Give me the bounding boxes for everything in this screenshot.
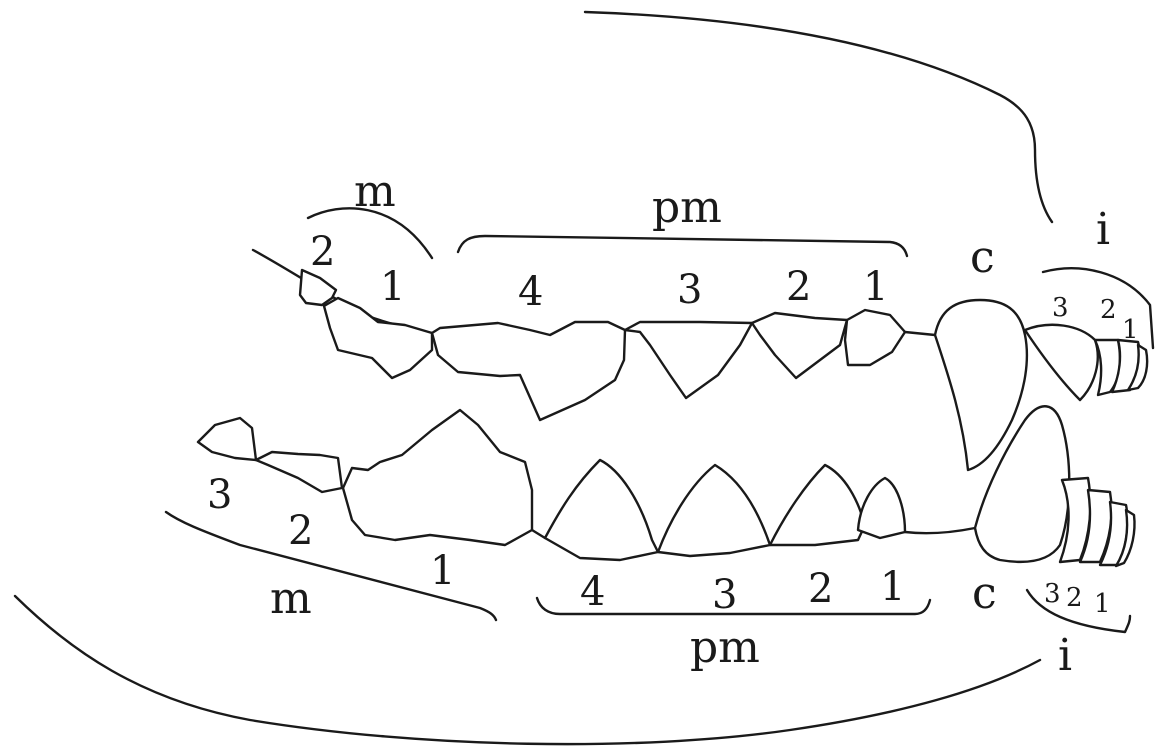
lower-incisor-3-label: 3 <box>1044 579 1061 609</box>
lower-premolar-1-label: 1 <box>880 564 905 610</box>
upper-canine-tooth <box>933 298 1029 472</box>
lower-incisor-1-label: 1 <box>1094 589 1111 619</box>
upper-molar-bracket <box>306 207 434 260</box>
upper-premolar-bracket <box>456 234 909 258</box>
lower-incisor-2-label: 2 <box>1066 583 1083 613</box>
lower-jaw-outline <box>13 594 1042 746</box>
upper-molar-2-tooth <box>298 268 338 307</box>
lower-premolar-2-label: 2 <box>808 566 833 612</box>
upper-premolar-3-label: 3 <box>677 267 702 313</box>
upper-teeth <box>251 248 1149 472</box>
lower-incisor-group-label: i <box>1058 630 1072 681</box>
lower-premolar-group-label: pm <box>690 622 760 673</box>
lower-premolar-bracket <box>535 596 932 616</box>
upper-molar-group-label: m <box>354 166 396 217</box>
lower-molar-1-tooth <box>341 408 534 547</box>
upper-premolar-1-label: 1 <box>863 264 888 310</box>
lower-gum-line <box>530 528 547 540</box>
lower-premolar-4-tooth <box>543 458 660 562</box>
lower-molar-1-label: 1 <box>430 548 455 594</box>
upper-molar-2-label: 2 <box>310 229 335 275</box>
upper-incisor-group-label: i <box>1096 204 1110 255</box>
lower-canine-label: c <box>972 568 997 619</box>
upper-incisor-2-label: 2 <box>1100 295 1117 325</box>
lower-gap-line <box>903 526 977 535</box>
lower-premolar-2-tooth <box>768 463 867 547</box>
lower-molar-3-label: 3 <box>207 472 232 518</box>
lower-molar-bracket <box>164 510 498 622</box>
upper-premolar-4-tooth <box>430 320 627 422</box>
upper-gap-line <box>903 330 937 337</box>
upper-molar-1-tooth <box>322 296 434 380</box>
lower-molar-2-tooth <box>254 450 344 494</box>
lower-molar-3-tooth <box>196 416 258 462</box>
upper-incisor-4-tooth <box>1126 343 1149 392</box>
upper-incisor-3-tooth <box>1023 323 1099 402</box>
lower-molar-group-label: m <box>270 573 312 624</box>
upper-canine-label: c <box>970 232 995 283</box>
upper-premolar-2-label: 2 <box>786 264 811 310</box>
upper-premolar-4-label: 4 <box>518 269 543 315</box>
lower-molar-2-label: 2 <box>288 508 313 554</box>
upper-jaw-outline <box>583 10 1054 224</box>
lower-canine-tooth <box>973 405 1071 564</box>
upper-molar-1-label: 1 <box>380 264 405 310</box>
lower-incisor-bracket <box>1025 588 1132 634</box>
upper-premolar-group-label: pm <box>652 182 722 233</box>
upper-incisor-bracket <box>1041 267 1155 350</box>
upper-premolar-3-tooth <box>623 320 754 400</box>
upper-incisor-1-label: 1 <box>1122 315 1139 345</box>
upper-premolar-1-tooth <box>843 308 907 367</box>
lower-incisor-4-tooth <box>1114 508 1136 568</box>
lower-teeth <box>196 405 1136 568</box>
lower-premolar-3-label: 3 <box>712 572 737 618</box>
lower-premolar-4-label: 4 <box>580 569 605 615</box>
lower-premolar-3-tooth <box>656 463 772 558</box>
upper-incisor-3-label: 3 <box>1052 293 1069 323</box>
lower-premolar-1-tooth <box>856 476 907 540</box>
upper-premolar-2-tooth <box>750 311 849 380</box>
